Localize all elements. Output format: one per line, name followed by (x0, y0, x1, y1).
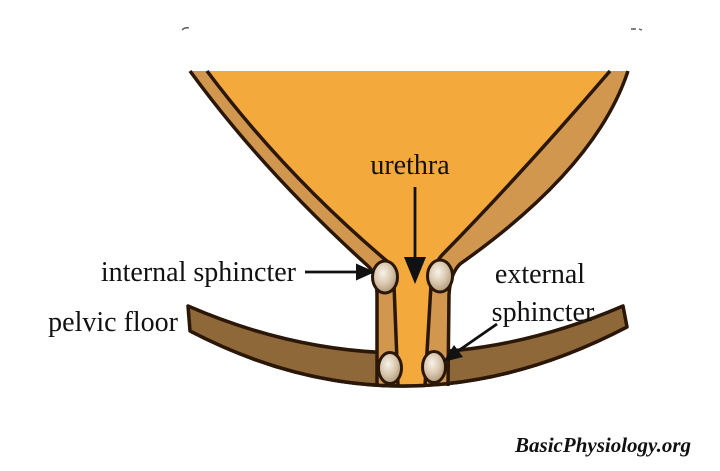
pelvic-floor-bottom-edge (189, 325, 628, 388)
internal-sphincter-label: internal sphincter (101, 257, 297, 288)
internal-sphincter-bead-left (371, 259, 399, 295)
external-sphincter-label-line1: external (495, 259, 585, 290)
external-sphincter-arrow (457, 322, 498, 353)
urethra-label: urethra (370, 150, 450, 181)
pelvic-floor-label: pelvic floor (48, 307, 179, 338)
external-sphincter-label-line2: sphincter (492, 297, 595, 328)
internal-sphincter-arrow-head (356, 263, 375, 281)
urethra-arrow-head (404, 257, 426, 284)
external-sphincter-bead-right (421, 350, 447, 384)
internal-sphincter-bead-right (426, 258, 454, 294)
external-sphincter-arrow-head (443, 345, 463, 362)
attribution-text: BasicPhysiology.org (514, 433, 691, 457)
stray-mark-left (181, 27, 190, 31)
bladder-interior (207, 71, 610, 386)
external-sphincter-bead-left (377, 351, 403, 385)
stray-mark-right (631, 28, 643, 31)
